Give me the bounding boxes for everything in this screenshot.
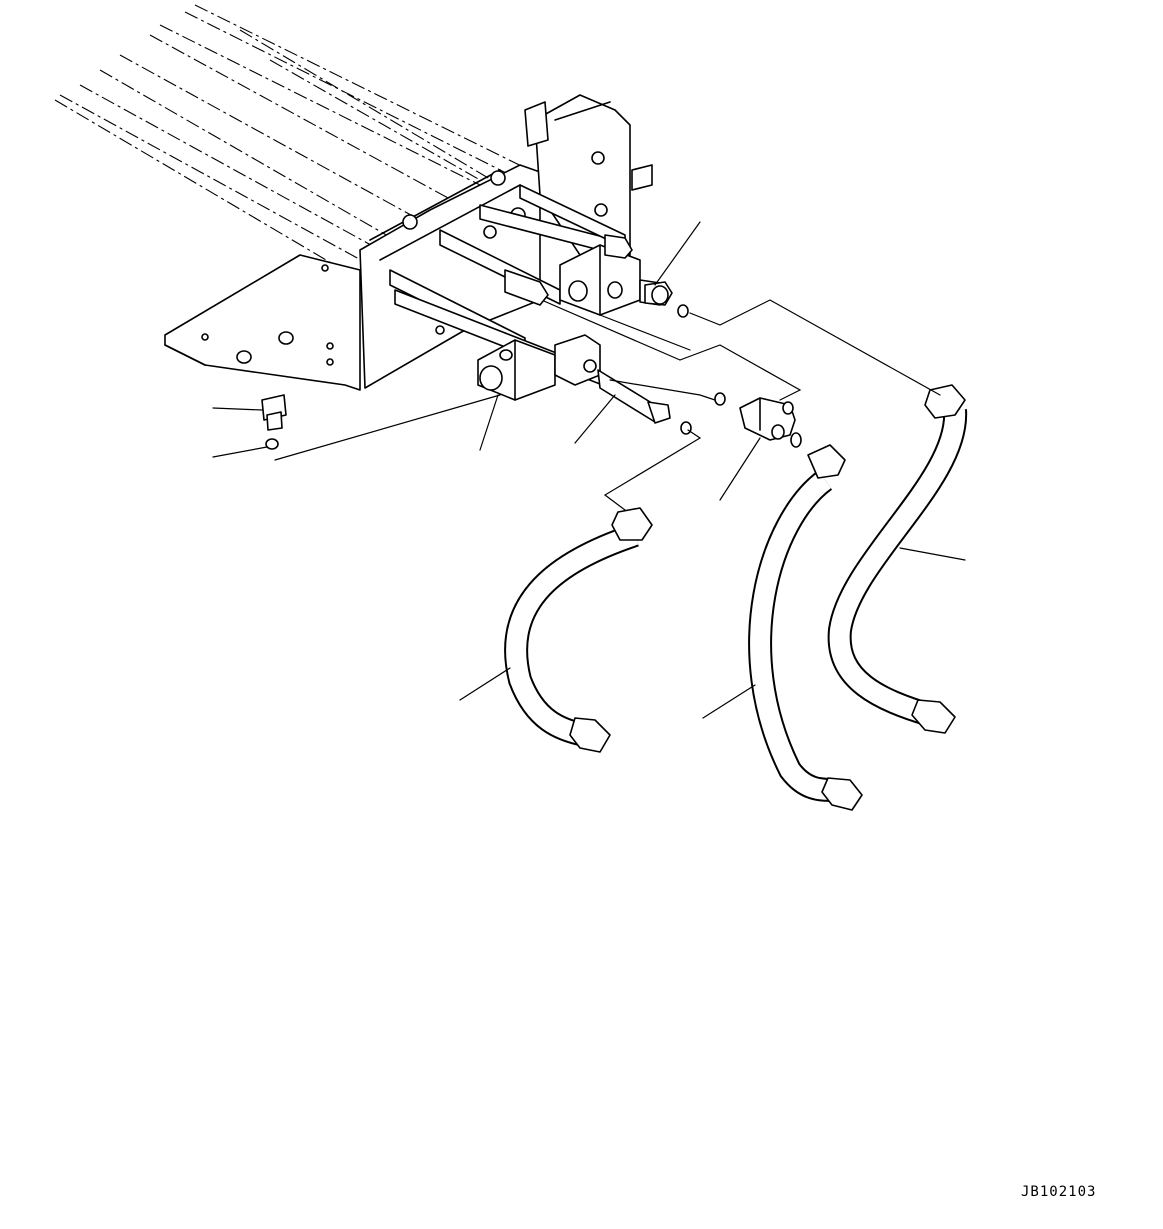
o-rings — [265, 304, 802, 450]
hose-left — [504, 507, 653, 753]
leader-hose-left — [459, 667, 511, 701]
leader-upper-adapter — [654, 221, 701, 286]
valve-blocks — [477, 234, 669, 401]
upper-adapter — [644, 281, 673, 306]
o-ring-left — [680, 421, 692, 435]
phantom-frame-lines — [54, 4, 571, 281]
drawing-code: JB102103 — [1021, 1184, 1097, 1200]
leader-hose-right — [899, 547, 966, 561]
leader-rear-tube-fitting — [574, 394, 616, 444]
hose-middle — [748, 444, 863, 811]
o-ring-upper — [677, 304, 689, 318]
o-ring-tee-left — [714, 392, 726, 406]
leader-lines — [212, 221, 966, 719]
hose-right — [827, 384, 968, 734]
leader-rear-adapter — [479, 394, 499, 451]
leader-tee-fitting — [719, 437, 761, 501]
rear-tube-fitting — [597, 369, 671, 424]
o-ring-tee-right — [790, 432, 802, 448]
leader-bolt-o-ring — [212, 446, 268, 458]
tee-fitting — [739, 397, 796, 441]
bolt — [261, 394, 287, 431]
routing-lines — [274, 299, 941, 511]
leader-hose-middle — [702, 684, 756, 719]
o-ring-bolt — [265, 438, 279, 450]
leader-bolt — [212, 407, 263, 411]
